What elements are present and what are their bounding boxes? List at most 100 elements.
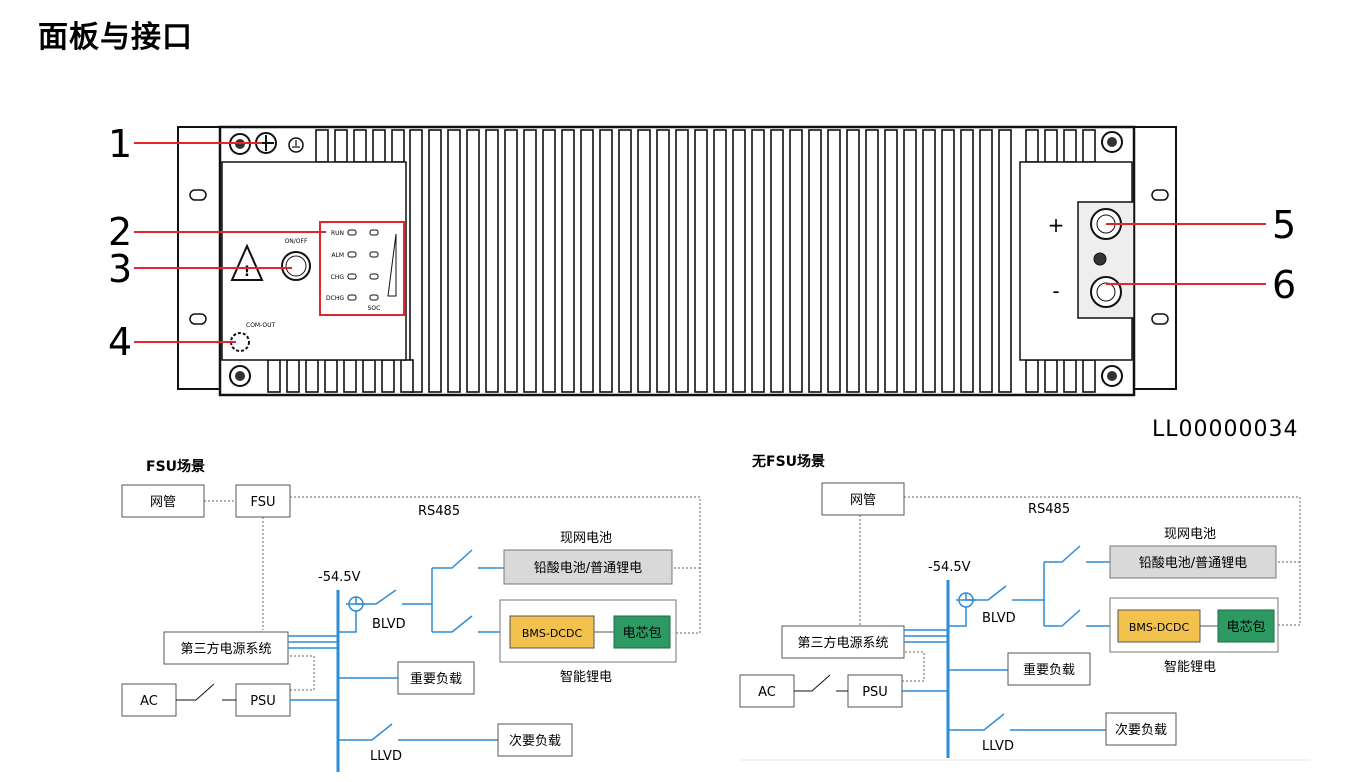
status-led-icon [347,229,357,236]
third-party-power-box [163,631,289,665]
heatsink-fin [561,129,575,393]
heatsink-fin [580,129,594,393]
voltage-label: -54.5V [928,560,971,575]
heatsink-fin [381,359,395,393]
callout-6: 6 [1272,263,1296,307]
fsu-box [235,484,291,518]
com-label: COM-OUT [246,322,276,329]
heatsink-fin [1025,359,1039,393]
scene-title-fsu: FSU场景 [146,459,205,475]
heatsink-fin [884,129,898,393]
right-mounting-ear [1131,126,1177,390]
warning-icon [230,243,264,281]
diagram-no-fsu: 无FSU场景 网管 RS485 第三方电源系统 AC PSU -54.5V BL… [739,454,1310,761]
heatsink-fin [846,129,860,393]
nms-label: 网管 [150,495,176,510]
smart-li-label: 智能锂电 [1164,660,1216,675]
existing-battery-label: 现网电池 [1164,527,1216,542]
heatsink-fin [1063,359,1077,393]
heatsink-fin [1082,359,1096,393]
heatsink-fin [960,129,974,393]
heatsink-fin [808,129,822,393]
secondary-load-box [497,723,573,757]
psu-box [847,674,903,708]
ac-label: AC [140,694,158,709]
cell-pack-box [1217,609,1275,643]
heatsink-fin [998,129,1012,393]
callout-5: 5 [1272,203,1296,247]
heatsink-fin [1044,129,1058,163]
indicator-label: CHG [331,274,345,281]
cell-pack-box [613,615,671,649]
heatsink-fin [922,129,936,393]
indicator-highlight [319,221,405,316]
psu-label: PSU [862,685,888,700]
heatsink-fin [1044,359,1058,393]
rs485-label: RS485 [418,504,460,519]
psu-box [235,683,291,717]
voltage-label: -54.5V [318,570,361,585]
existing-battery-label: 现网电池 [560,531,612,546]
heatsink-fin [732,129,746,393]
heatsink-fin [447,129,461,393]
heatsink-fin [675,129,689,393]
com-port[interactable] [230,332,250,352]
status-led-icon [347,251,357,258]
heatsink-fin [903,129,917,393]
heatsink-fin [865,129,879,393]
heatsink-fin [751,129,765,393]
heatsink-fin [315,129,329,163]
smart-li-label: 智能锂电 [560,670,612,685]
psu-label: PSU [250,694,276,709]
heatsink-fin [305,359,319,393]
heatsink-fin [400,359,414,393]
heatsink-fin [391,129,405,163]
heatsink-fin [542,129,556,393]
heatsink-fin [1063,129,1077,163]
third-party-label: 第三方电源系统 [180,641,271,657]
lead-acid-box [1109,545,1277,579]
negative-label: - [1052,279,1059,303]
callout-1: 1 [108,122,132,166]
callout-4: 4 [108,320,132,364]
bms-label: BMS-DCDC [1129,621,1190,634]
nms-label: 网管 [850,493,876,508]
heatsink-fin [409,129,423,393]
cell-pack-label: 电芯包 [1226,620,1265,635]
third-party-label: 第三方电源系统 [797,635,888,651]
heatsink-fin [694,129,708,393]
ac-box [739,674,795,708]
left-mounting-ear [177,126,223,390]
bms-box [1117,609,1201,643]
heatsink-fin [504,129,518,393]
indicator-label: DCHG [326,295,344,302]
heatsink-fin [353,129,367,163]
important-load-label: 重要负载 [410,671,462,687]
llvd-label: LLVD [370,749,402,764]
heatsink-fin [343,359,357,393]
secondary-load-box [1105,712,1177,746]
secondary-load-label: 次要负载 [509,733,561,749]
bms-label: BMS-DCDC [522,627,583,640]
heatsink-fin [618,129,632,393]
heatsink-fin [362,359,376,393]
scene-title-no-fsu: 无FSU场景 [751,454,825,470]
bms-box [509,615,595,649]
heatsink-fins [267,129,1096,393]
heatsink-fin [1025,129,1039,163]
indicator-label: ALM [331,252,344,259]
callouts: 1 2 3 4 5 6 [108,122,1296,364]
lead-acid-label: 铅酸电池/普通锂电 [1139,556,1247,571]
soc-led-icon [369,294,379,301]
status-led-icon [347,273,357,280]
positive-label: + [1048,213,1065,237]
heatsink-fin [637,129,651,393]
soc-label: SOC [368,305,381,312]
heatsink-fin [827,129,841,393]
third-party-power-box [781,625,905,659]
rs485-label: RS485 [1028,502,1070,517]
page-title: 面板与接口 [38,20,193,55]
heatsink-fin [286,359,300,393]
important-load-label: 重要负载 [1023,662,1075,678]
